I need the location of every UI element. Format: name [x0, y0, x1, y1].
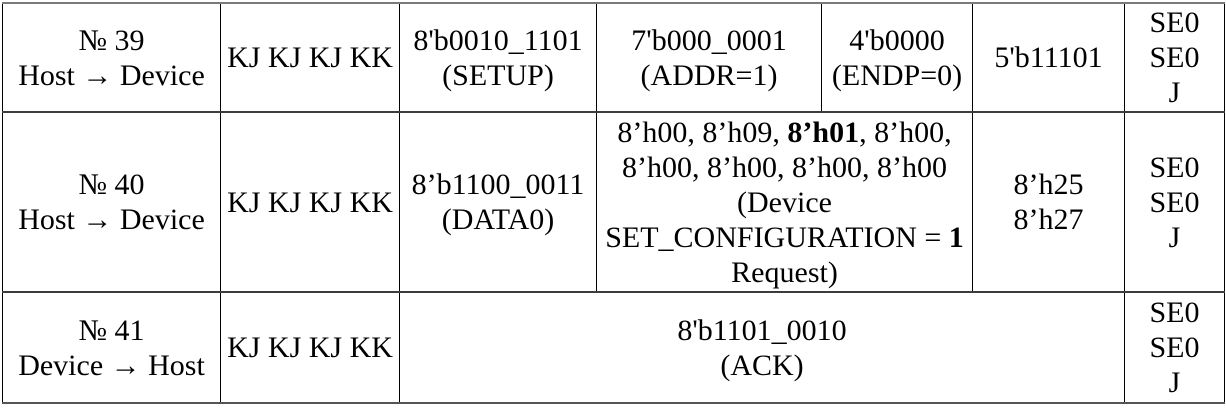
- pid-value: 8'b1101_0010: [677, 313, 847, 347]
- pid-field-cell: 8’b1100_0011 (DATA0): [399, 111, 597, 293]
- addr-value: 7'b000_0001: [631, 23, 787, 57]
- data-description-line-3: Request): [731, 255, 838, 289]
- addr-name: (ADDR=1): [640, 58, 778, 92]
- packet-number-cell: № 41 Device → Host: [2, 291, 221, 404]
- eop-field-cell: SE0 SE0 J: [1124, 111, 1225, 293]
- eop-se0-1: SE0: [1149, 150, 1200, 184]
- eop-field-cell: SE0 SE0 J: [1124, 2, 1225, 113]
- data-bytes-line-1: 8’h00, 8’h09, 8’h01, 8’h00,: [617, 115, 952, 149]
- packet-direction: Device → Host: [18, 348, 205, 382]
- pid-name: (ACK): [720, 348, 804, 382]
- endp-name: (ENDP=0): [831, 58, 963, 92]
- eop-field-cell: SE0 SE0 J: [1124, 291, 1225, 404]
- pid-name: (DATA0): [441, 203, 555, 236]
- endp-value: 4'b0000: [849, 23, 945, 57]
- eop-j: J: [1168, 220, 1181, 254]
- packet-number-cell: № 40 Host → Device: [2, 111, 221, 293]
- usb-packet-table: № 39 Host → Device KJ KJ KJ KK 8'b0010_1…: [2, 2, 1225, 404]
- packet-number-cell: № 39 Host → Device: [2, 2, 221, 113]
- crc16-byte-2: 8’h27: [1013, 203, 1084, 236]
- sync-pattern: KJ KJ KJ KK: [227, 185, 393, 219]
- table-row-packet-39: № 39 Host → Device KJ KJ KJ KK 8'b0010_1…: [2, 2, 1225, 113]
- sync-pattern-cell: KJ KJ KJ KK: [220, 111, 400, 293]
- crc16-byte-1: 8’h25: [1013, 168, 1084, 201]
- data-description-line-1: (Device: [737, 185, 832, 219]
- crc5-field-cell: 5'b11101: [972, 2, 1125, 113]
- eop-se0-2: SE0: [1149, 185, 1200, 219]
- pid-value: 8’b1100_0011: [411, 168, 585, 201]
- sync-pattern: KJ KJ KJ KK: [227, 41, 393, 74]
- sync-pattern-cell: KJ KJ KJ KK: [220, 2, 400, 113]
- packet-number: № 40: [78, 168, 145, 201]
- config-value-bold: 1: [948, 220, 964, 254]
- pid-value: 8'b0010_1101: [413, 23, 583, 57]
- data-description-line-2: SET_CONFIGURATION = 1: [605, 220, 964, 254]
- table-row-packet-41: № 41 Device → Host KJ KJ KJ KK 8'b1101_0…: [2, 291, 1225, 404]
- table-row-packet-40: № 40 Host → Device KJ KJ KJ KK 8’b1100_0…: [2, 111, 1225, 293]
- crc5-value: 5'b11101: [994, 41, 1103, 74]
- pid-name: (SETUP): [442, 58, 554, 92]
- eop-j: J: [1168, 76, 1181, 109]
- crc16-field-cell: 8’h25 8’h27: [972, 111, 1125, 293]
- packet-number: № 41: [78, 313, 145, 347]
- packet-direction: Host → Device: [18, 58, 205, 92]
- endp-field-cell: 4'b0000 (ENDP=0): [821, 2, 973, 113]
- packet-number: № 39: [78, 23, 145, 57]
- sync-pattern-cell: KJ KJ KJ KK: [220, 291, 400, 404]
- data-byte-bold: 8’h01: [787, 115, 860, 149]
- data-bytes-line-2: 8’h00, 8’h00, 8’h00, 8’h00: [622, 150, 947, 184]
- packet-direction: Host → Device: [18, 203, 205, 236]
- eop-se0-2: SE0: [1149, 331, 1200, 364]
- eop-se0-1: SE0: [1149, 296, 1200, 329]
- sync-pattern: KJ KJ KJ KK: [227, 331, 393, 364]
- eop-se0-1: SE0: [1149, 6, 1200, 39]
- eop-se0-2: SE0: [1149, 41, 1200, 74]
- data-field-cell: 8’h00, 8’h09, 8’h01, 8’h00, 8’h00, 8’h00…: [596, 111, 973, 293]
- eop-j: J: [1168, 366, 1181, 399]
- addr-field-cell: 7'b000_0001 (ADDR=1): [596, 2, 822, 113]
- pid-field-cell: 8'b1101_0010 (ACK): [399, 291, 1125, 404]
- pid-field-cell: 8'b0010_1101 (SETUP): [399, 2, 597, 113]
